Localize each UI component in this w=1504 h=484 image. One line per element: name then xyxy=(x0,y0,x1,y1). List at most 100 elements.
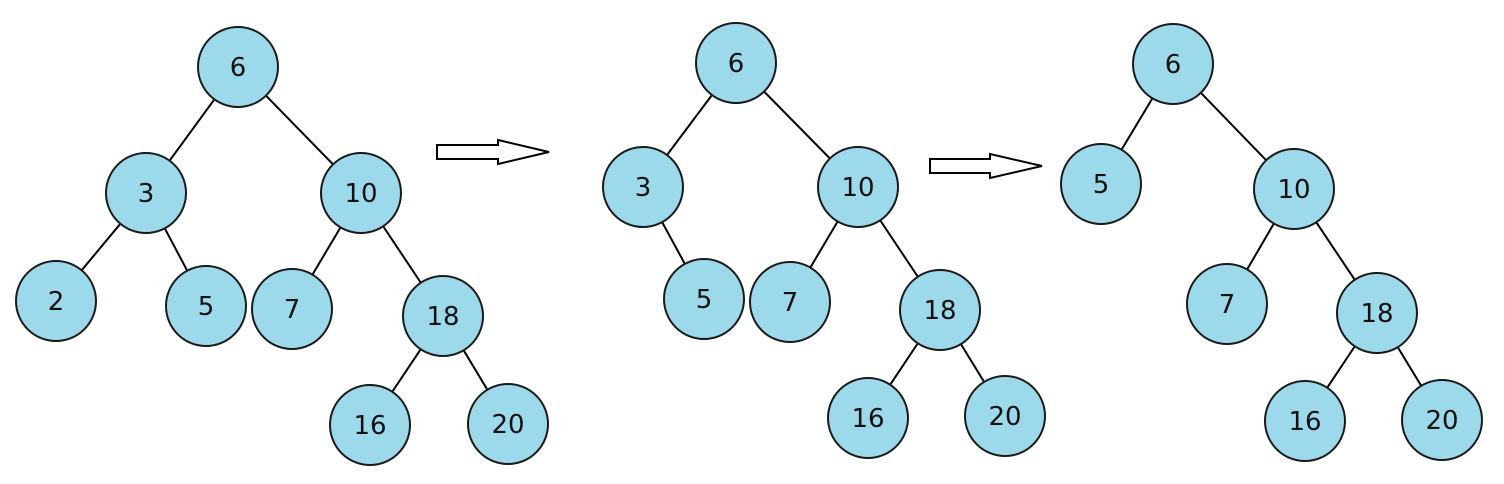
node-18: 18 xyxy=(899,269,981,351)
edge-3-5 xyxy=(660,219,687,267)
node-16: 16 xyxy=(329,384,411,466)
edge-18-20 xyxy=(959,341,986,385)
node-circle xyxy=(1132,23,1214,105)
node-label: 16 xyxy=(353,411,386,441)
node-16: 16 xyxy=(827,377,909,459)
node-10: 10 xyxy=(1253,148,1335,230)
node-circle xyxy=(663,258,745,340)
node-circle xyxy=(1264,380,1346,462)
node-5: 5 xyxy=(165,265,247,347)
edge-3-2 xyxy=(79,221,123,273)
node-label: 10 xyxy=(344,179,377,209)
tree-1: 6 3 10 2 5 7 18 16 20 xyxy=(15,26,549,466)
node-20: 20 xyxy=(467,383,549,465)
node-10: 10 xyxy=(817,146,899,228)
node-label: 2 xyxy=(48,287,65,317)
edge-18-16 xyxy=(888,341,920,387)
edge-10-7 xyxy=(808,219,840,270)
transition-arrow-2 xyxy=(929,152,1043,180)
node-label: 5 xyxy=(1093,170,1110,200)
edge-6-3 xyxy=(167,97,217,163)
node-5: 5 xyxy=(663,258,745,340)
node-7: 7 xyxy=(749,261,831,343)
node-18: 18 xyxy=(1336,272,1418,354)
node-6: 6 xyxy=(695,22,777,104)
node-6: 6 xyxy=(197,26,279,108)
node-circle xyxy=(105,152,187,234)
node-label: 20 xyxy=(1425,406,1458,436)
tree-2: 6 3 10 5 7 18 16 20 xyxy=(602,22,1046,459)
tree-3: 6 5 10 7 18 16 20 xyxy=(1060,23,1483,462)
node-label: 16 xyxy=(1288,407,1321,437)
node-2: 2 xyxy=(15,260,97,342)
node-circle xyxy=(964,375,1046,457)
node-label: 20 xyxy=(491,410,524,440)
edge-6-10 xyxy=(1198,90,1269,163)
node-label: 16 xyxy=(851,404,884,434)
node-label: 7 xyxy=(782,288,799,318)
trees: 6 3 10 2 5 7 18 16 20 6 3 10 5 7 18 16 20 6 5 10 7 18 16 20 xyxy=(15,22,1483,466)
edge-6-5 xyxy=(1119,96,1155,152)
node-7: 7 xyxy=(1186,263,1268,345)
node-circle xyxy=(402,275,484,357)
node-label: 6 xyxy=(728,49,745,79)
node-3: 3 xyxy=(105,152,187,234)
node-circle xyxy=(15,260,97,342)
node-circle xyxy=(1186,263,1268,345)
node-circle xyxy=(197,26,279,108)
transition-arrow-1 xyxy=(436,138,550,166)
node-circle xyxy=(329,384,411,466)
edge-6-10 xyxy=(263,93,336,167)
node-circle xyxy=(749,261,831,343)
node-circle xyxy=(251,268,333,350)
node-circle xyxy=(1401,379,1483,461)
node-circle xyxy=(602,146,684,228)
node-16: 16 xyxy=(1264,380,1346,462)
node-circle xyxy=(320,152,402,234)
node-label: 10 xyxy=(841,173,874,203)
node-circle xyxy=(467,383,549,465)
edge-6-10 xyxy=(761,89,833,161)
node-circle xyxy=(1060,143,1142,225)
node-20: 20 xyxy=(1401,379,1483,461)
node-5: 5 xyxy=(1060,143,1142,225)
node-20: 20 xyxy=(964,375,1046,457)
node-7: 7 xyxy=(251,268,333,350)
edge-18-16 xyxy=(390,347,423,394)
node-circle xyxy=(827,377,909,459)
node-circle xyxy=(1253,148,1335,230)
node-18: 18 xyxy=(402,275,484,357)
node-circle xyxy=(695,22,777,104)
edge-18-16 xyxy=(1325,344,1357,390)
node-label: 6 xyxy=(1165,50,1182,80)
node-label: 18 xyxy=(923,296,956,326)
edge-18-20 xyxy=(461,348,490,392)
edge-10-18 xyxy=(381,224,423,285)
edge-10-18 xyxy=(1314,220,1357,282)
node-label: 10 xyxy=(1277,175,1310,205)
node-circle xyxy=(165,265,247,347)
node-circle xyxy=(899,269,981,351)
node-circle xyxy=(817,146,899,228)
node-label: 5 xyxy=(696,285,713,315)
node-6: 6 xyxy=(1132,23,1214,105)
node-label: 6 xyxy=(230,53,247,83)
node-label: 7 xyxy=(1219,290,1236,320)
node-10: 10 xyxy=(320,152,402,234)
node-label: 18 xyxy=(1360,299,1393,329)
node-label: 18 xyxy=(426,302,459,332)
node-label: 20 xyxy=(988,402,1021,432)
node-label: 3 xyxy=(635,173,652,203)
edge-18-20 xyxy=(1395,344,1424,389)
edge-3-5 xyxy=(162,226,190,273)
node-3: 3 xyxy=(602,146,684,228)
node-label: 7 xyxy=(284,295,301,325)
edge-10-7 xyxy=(1245,221,1276,272)
node-label: 3 xyxy=(138,179,155,209)
node-circle xyxy=(1336,272,1418,354)
edge-10-18 xyxy=(878,218,920,279)
edge-6-3 xyxy=(664,92,715,158)
edge-10-7 xyxy=(310,225,343,277)
node-label: 5 xyxy=(198,292,215,322)
